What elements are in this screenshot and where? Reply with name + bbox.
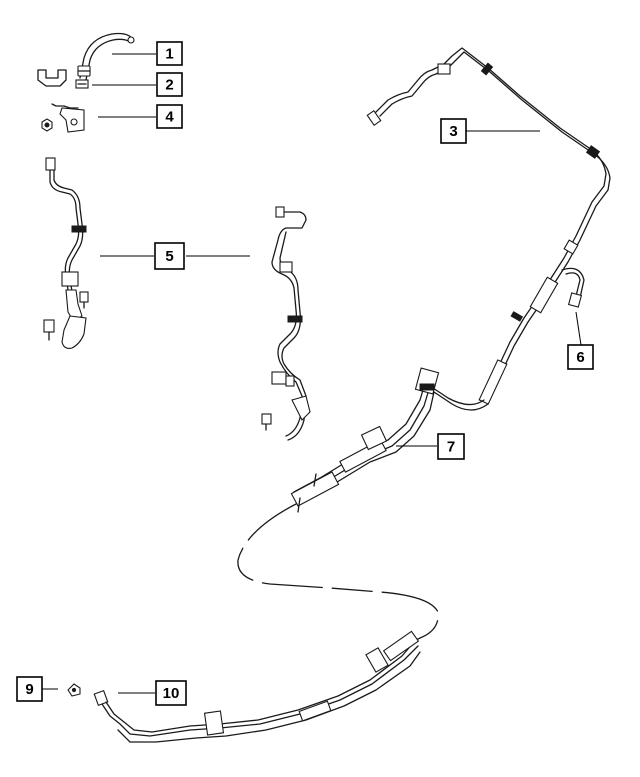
callout-2: 2 (156, 72, 183, 97)
callout-label: 3 (449, 123, 457, 140)
part-5-right-sensor-harness (261, 206, 311, 441)
callout-label: 1 (165, 46, 173, 63)
callout-10: 10 (155, 680, 187, 706)
callout-label: 6 (576, 349, 584, 366)
callout-6: 6 (567, 344, 594, 370)
callout-label: 2 (165, 77, 173, 94)
part-7-main-brake-line (290, 367, 489, 513)
part-10-front-brake-line (93, 630, 421, 743)
part-4-bracket-and-nut (41, 103, 85, 133)
callout-3: 3 (440, 118, 467, 144)
part-3-rear-brake-line (366, 47, 611, 405)
part-5-left-sensor-harness (43, 157, 89, 349)
brake-line-routing-path (237, 503, 439, 647)
part-1-brake-hose (77, 32, 135, 81)
callout-label: 4 (165, 109, 174, 126)
callout-label: 5 (165, 248, 173, 265)
callout-5: 5 (154, 242, 185, 270)
part-6-rear-brake-tube (561, 267, 585, 308)
callout-4: 4 (156, 104, 183, 129)
part-9-fitting (67, 683, 81, 697)
callout-9: 9 (16, 676, 43, 702)
callout-label: 9 (25, 681, 33, 698)
callout-label: 10 (163, 685, 180, 702)
leader-lines (42, 53, 582, 694)
callout-label: 7 (447, 439, 455, 456)
callout-7: 7 (437, 433, 465, 460)
callout-1: 1 (156, 41, 183, 66)
part-2-retainer-clip (37, 69, 89, 89)
